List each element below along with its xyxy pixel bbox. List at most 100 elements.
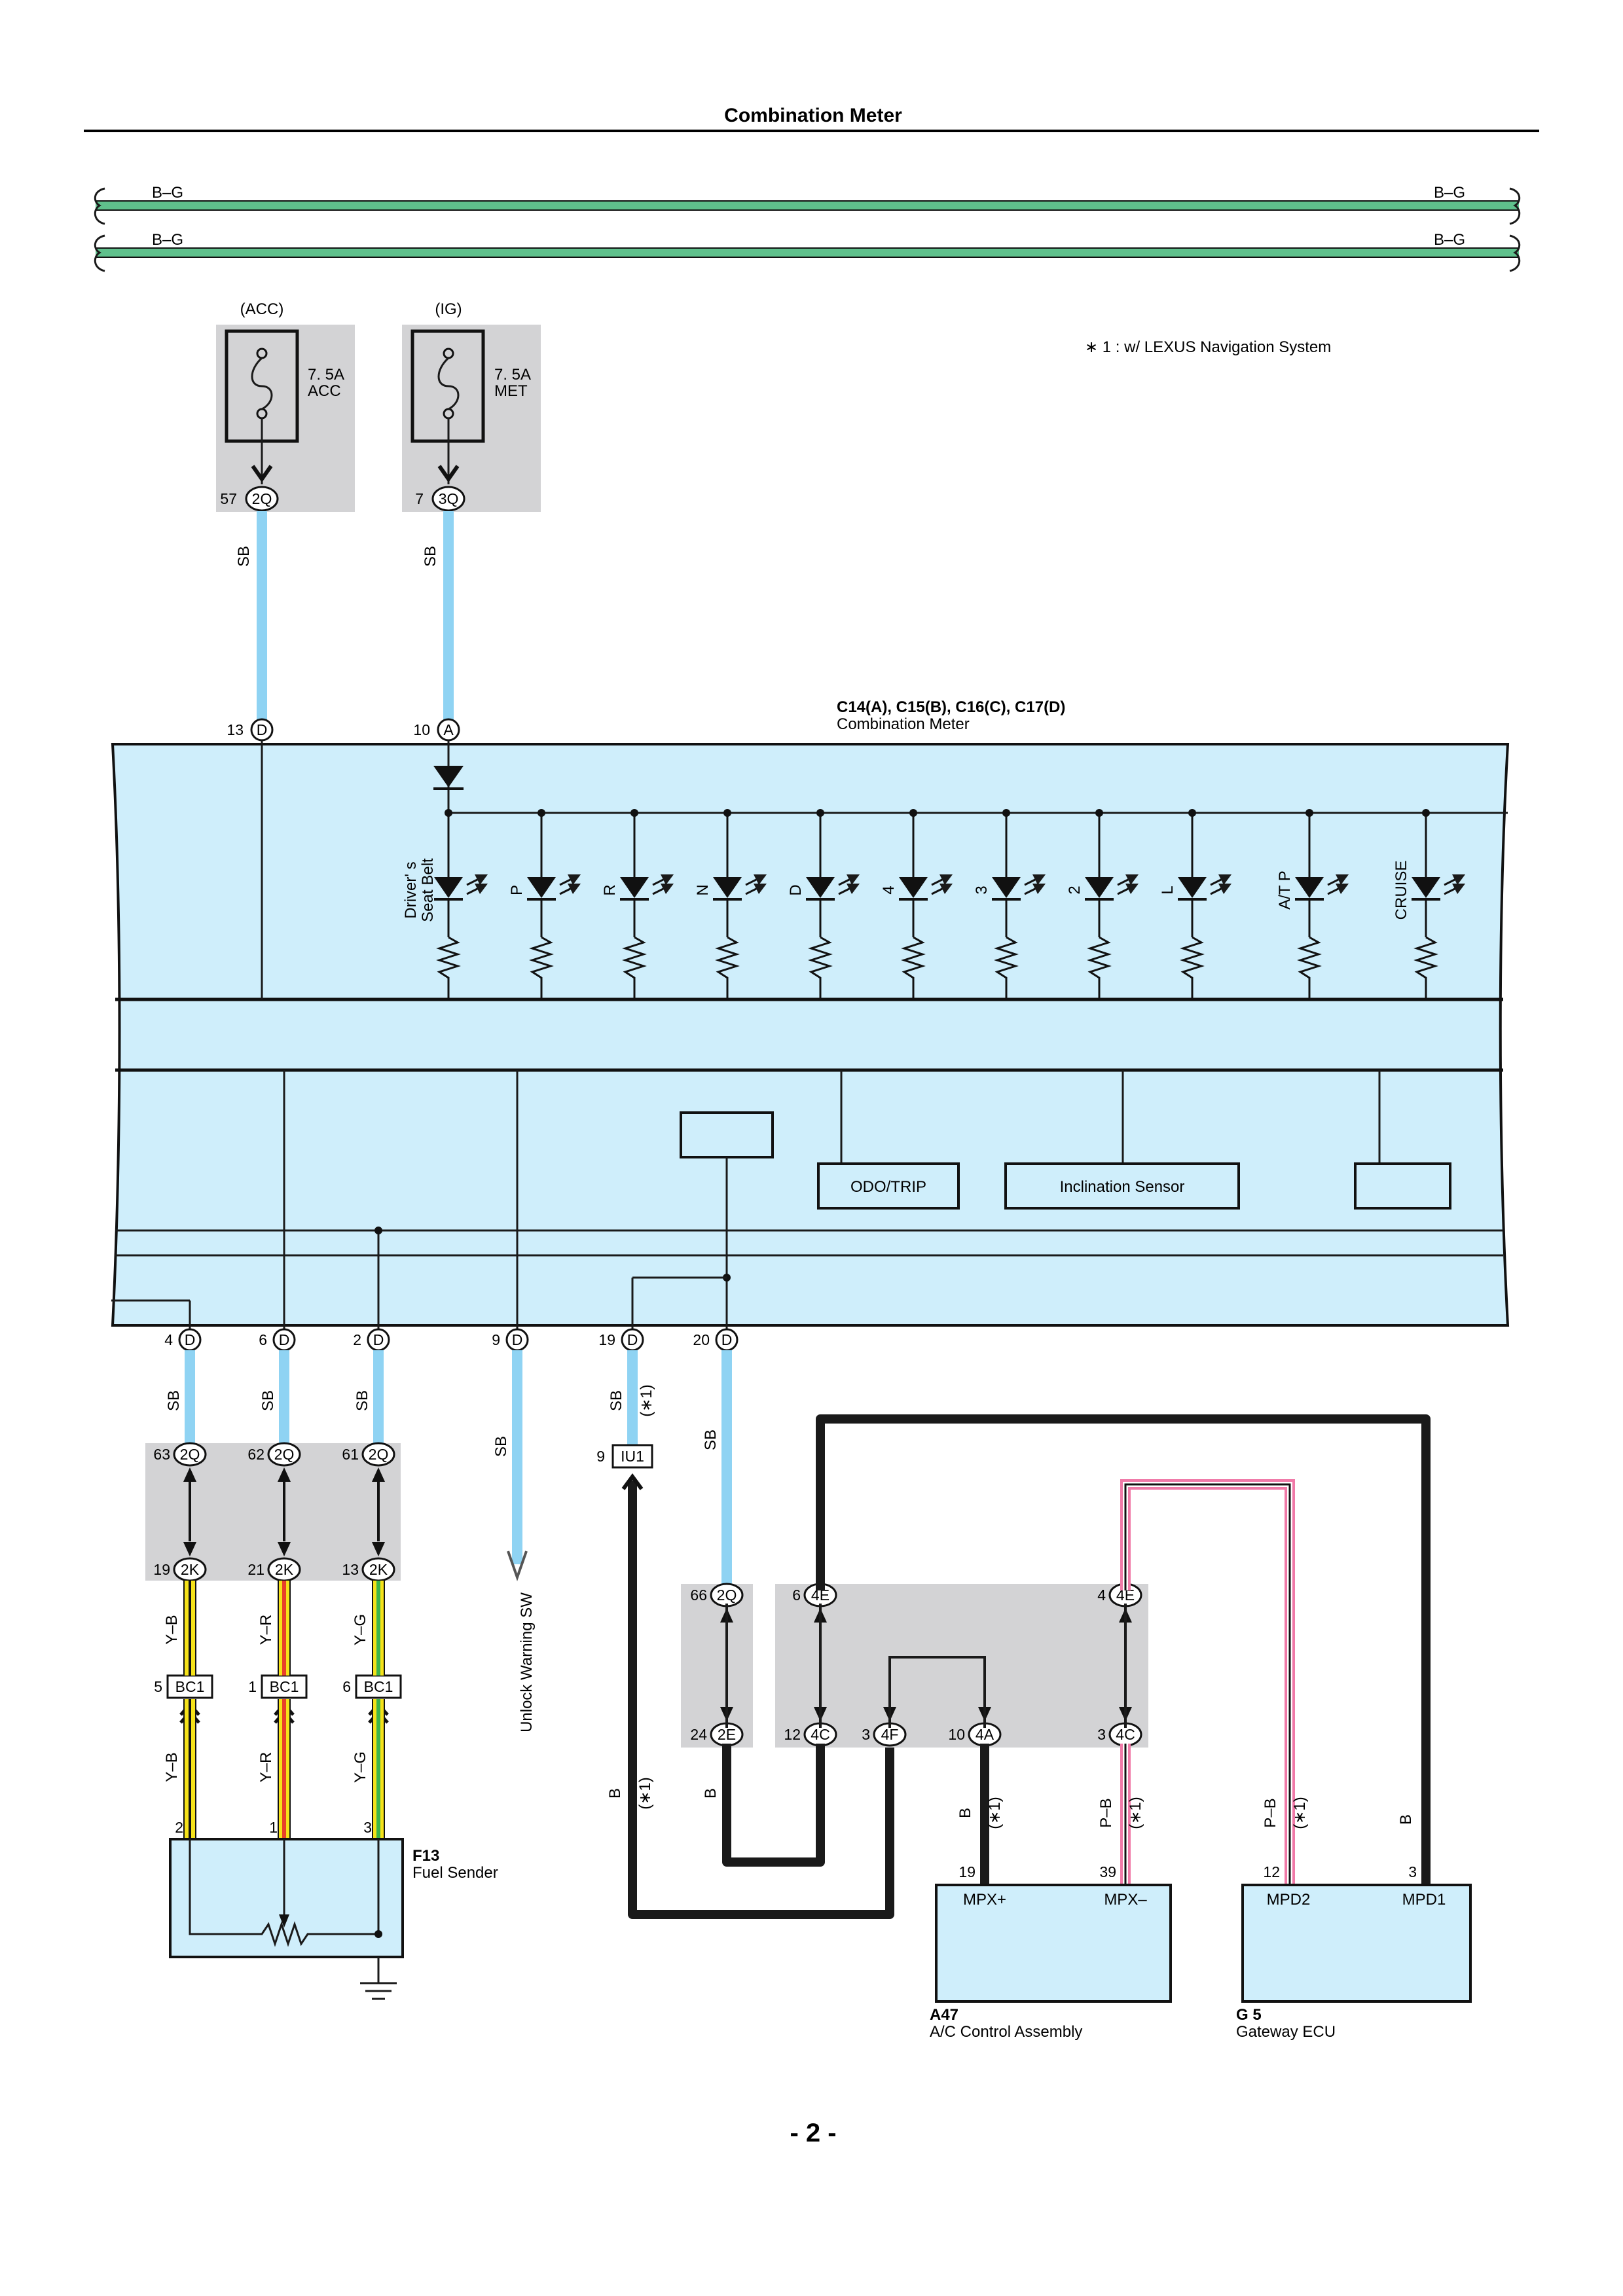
svg-text:D: D: [373, 1331, 384, 1348]
fuel-sender-pin-1: 1: [269, 1819, 278, 1836]
svg-text:BC1: BC1: [364, 1678, 393, 1695]
indicator-label-1: P: [508, 885, 526, 895]
meter-input-diode: [433, 766, 464, 787]
svg-text:2Q: 2Q: [717, 1587, 737, 1604]
gw-pin-12: 12: [1263, 1863, 1280, 1880]
gateway-ecu: 12 3 MPD2 MPD1 G 5 Gateway ECU: [1236, 1863, 1472, 2041]
fuse-met-source: (IG): [435, 300, 462, 318]
fuse-acc-pin: 57: [220, 490, 237, 507]
indicator-2: R: [601, 809, 674, 999]
wire-label-lower-1: Y–R: [257, 1752, 275, 1783]
svg-text:3: 3: [1097, 1726, 1106, 1743]
page-title: Combination Meter: [724, 105, 902, 126]
meter-connectors: C14(A), C15(B), C16(C), C17(D): [837, 698, 1065, 716]
combination-meter: C14(A), C15(B), C16(C), C17(D) Combinati…: [111, 698, 1510, 1352]
svg-text:4A: 4A: [976, 1726, 994, 1743]
svg-text:4C: 4C: [1116, 1726, 1135, 1743]
ac-term-mpx-plus: MPX+: [963, 1891, 1006, 1909]
wire-label-sb-met: SB: [422, 546, 439, 567]
meter-top-pin-10: 10: [413, 721, 430, 738]
svg-text:2Q: 2Q: [274, 1446, 295, 1463]
fuse-acc-name: ACC: [308, 382, 341, 400]
bus-label-2-left: B–G: [152, 231, 183, 249]
meter-top-pin-13: 13: [227, 721, 244, 738]
wire-label-sb-19: SB: [608, 1390, 625, 1411]
gw-term-mpd1: MPD1: [1402, 1891, 1446, 1909]
indicator-label-6: 3: [973, 886, 991, 894]
wire-b-2e-4c: [722, 1744, 825, 1867]
svg-text:2Q: 2Q: [180, 1446, 200, 1463]
indicator-7: 2: [1066, 809, 1139, 999]
wire-label-pb-mpd2: P–B: [1262, 1798, 1279, 1827]
ac-pin-39: 39: [1099, 1863, 1116, 1880]
indicator-label-0-b: Seat Belt: [419, 858, 437, 922]
svg-text:D: D: [721, 1331, 733, 1348]
cruise-block: [1354, 1162, 1451, 1210]
svg-text:61: 61: [342, 1446, 359, 1463]
svg-text:2: 2: [353, 1331, 361, 1348]
meter-bottom-pin-20: D 20: [693, 1328, 739, 1352]
wire-label-sb-4: SB: [165, 1390, 183, 1411]
wire-label-sb-acc: SB: [235, 546, 253, 567]
indicator-label-5: 4: [880, 886, 898, 894]
svg-text:6: 6: [342, 1678, 351, 1695]
wire-label-star1-mpd2: (∗1): [1291, 1797, 1309, 1829]
bc1-5: BC1 5: [154, 1674, 213, 1724]
indicator-1: P: [508, 809, 581, 999]
wire-label-star1-iu1: (∗1): [636, 1777, 654, 1809]
svg-text:BC1: BC1: [175, 1678, 205, 1695]
wire-label-sb-9: SB: [492, 1436, 510, 1457]
indicator-5: 4: [880, 809, 953, 999]
lower-wiring: SB SB SB SB SB (∗1) SB Unlock Warning SW…: [145, 1350, 1431, 1919]
fuse-met-pin: 7: [415, 490, 424, 507]
bus-label-1-left: B–G: [152, 184, 183, 202]
meter-name: Combination Meter: [837, 715, 970, 733]
meter-bottom-pin-4: D4: [164, 1328, 202, 1352]
indicator-label-7: 2: [1066, 886, 1084, 894]
wire-label-b-mpd1: B: [1397, 1814, 1415, 1825]
indicator-label-4: D: [787, 884, 805, 895]
fuel-sender-resistor: [189, 1839, 380, 1947]
fuse-acc: (ACC) 7. 5A ACC 2Q 57: [216, 300, 355, 512]
bc1-6: BC1 6: [342, 1674, 402, 1724]
fuse-acc-rating: 7. 5A: [308, 366, 344, 384]
svg-text:D: D: [627, 1331, 638, 1348]
junction-3-4c: 4C 3: [1097, 1707, 1142, 1747]
indicator-3: N: [694, 809, 767, 999]
svg-text:19: 19: [153, 1561, 170, 1578]
svg-text:5: 5: [154, 1678, 162, 1695]
wire-label-sb-6: SB: [259, 1390, 277, 1411]
iu1-connector: IU1: [621, 1448, 644, 1465]
ac-control-assembly: 19 39 MPX+ MPX– A47 A/C Control Assembly: [930, 1863, 1172, 2041]
svg-text:63: 63: [153, 1446, 170, 1463]
indicator-8: L: [1159, 809, 1232, 999]
indicator-10: CRUISE: [1393, 809, 1466, 999]
ac-term-mpx-minus: MPX–: [1104, 1891, 1147, 1909]
odo-trip-label: ODO/TRIP: [850, 1178, 926, 1196]
svg-text:21: 21: [247, 1561, 264, 1578]
svg-text:20: 20: [693, 1331, 710, 1348]
meter-bottom-pin-9: D9: [492, 1328, 529, 1352]
inclination-sensor-label: Inclination Sensor: [1060, 1178, 1185, 1196]
meter-top-pin-d-conn: D: [257, 721, 268, 738]
wire-label-b-mpx: B: [957, 1808, 974, 1818]
svg-text:10: 10: [948, 1726, 965, 1743]
footnote: ∗ 1 : w/ LEXUS Navigation System: [1085, 338, 1331, 356]
svg-text:4: 4: [1097, 1587, 1106, 1604]
wire-label-star1-b-mpx: (∗1): [986, 1797, 1004, 1829]
wire-label-pb-mpx: P–B: [1097, 1798, 1115, 1827]
indicator-label-10: CRUISE: [1393, 861, 1410, 920]
indicator-6: 3: [973, 809, 1046, 999]
meter-bottom-pin-6: D6: [259, 1328, 296, 1352]
svg-text:2E: 2E: [718, 1726, 736, 1743]
meter-internal-block: [680, 1111, 774, 1158]
wire-b-iu1-4f: [628, 1480, 894, 1919]
svg-text:12: 12: [784, 1726, 801, 1743]
ac-pin-19: 19: [958, 1863, 976, 1880]
gw-term-mpd2: MPD2: [1267, 1891, 1311, 1909]
svg-text:D: D: [279, 1331, 290, 1348]
